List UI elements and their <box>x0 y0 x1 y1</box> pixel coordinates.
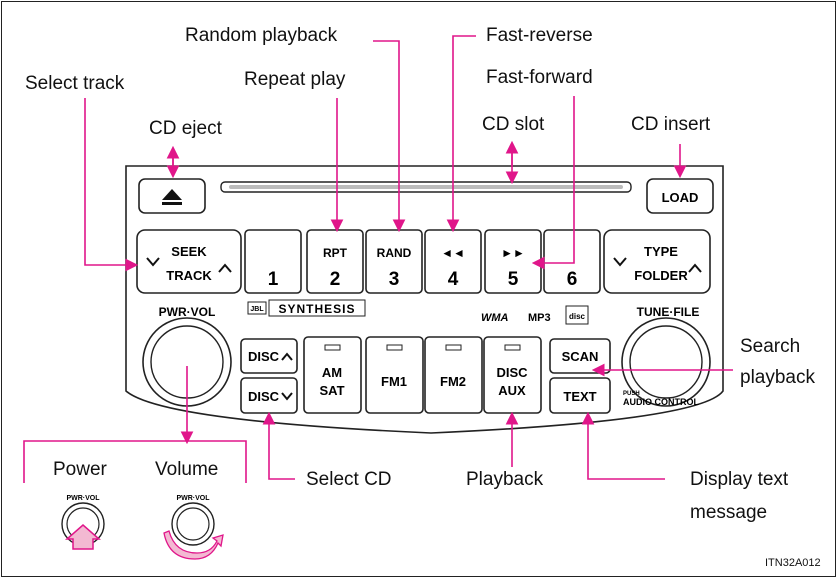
tune-file-label: TUNE·FILE <box>637 305 700 319</box>
type-label: TYPE <box>644 244 678 259</box>
load-button[interactable] <box>646 178 714 214</box>
power-label: Power <box>53 459 107 480</box>
fm2-button[interactable] <box>424 336 483 414</box>
callout-lines <box>23 35 733 483</box>
eject-icon <box>162 189 182 205</box>
search-playback-label-2: playback <box>740 367 815 388</box>
preset-function-label: ◄◄ <box>441 246 465 260</box>
press-arrow-icon <box>65 524 101 550</box>
source-buttons: AM SAT FM1 FM2 DISC AUX <box>303 336 542 414</box>
jbl-synthesis-logo: JBL SYNTHESIS <box>247 299 366 317</box>
preset-function-label: RPT <box>323 246 348 260</box>
chevron-up-icon <box>281 352 293 361</box>
preset-function-label: ►► <box>501 246 525 260</box>
disc-down-label: DISC <box>248 389 280 404</box>
audio-control-label: AUDIO CONTROL <box>623 397 699 407</box>
fm2-button-label: FM2 <box>440 374 466 389</box>
display-text-label-1: Display text <box>690 469 789 490</box>
preset-function-label: RAND <box>377 246 412 260</box>
svg-text:disc: disc <box>569 312 586 321</box>
fm1-button[interactable] <box>365 336 424 414</box>
scan-label: SCAN <box>562 349 599 364</box>
rotate-arrow-icon <box>163 530 224 560</box>
load-label: LOAD <box>662 190 699 205</box>
text-button[interactable] <box>549 377 611 414</box>
fm1-button-label: FM1 <box>381 374 407 389</box>
folder-label: FOLDER <box>634 268 688 283</box>
figure-code: ITN32A012 <box>765 557 821 569</box>
volume-label: Volume <box>155 459 219 480</box>
seek-label: SEEK <box>171 244 207 259</box>
type-folder-rocker[interactable] <box>603 229 711 294</box>
push-label: PUSH <box>623 391 640 397</box>
wma-logo: WMA <box>481 312 509 324</box>
chevron-up-icon <box>218 263 232 273</box>
cd-insert-label: CD insert <box>631 114 711 135</box>
pwr-vol-label: PWR·VOL <box>159 305 216 319</box>
compact-disc-logo: disc <box>565 305 589 325</box>
text-label: TEXT <box>563 389 596 404</box>
preset-number-label: 5 <box>508 269 519 290</box>
chevron-up-icon <box>688 263 702 273</box>
seek-track-rocker[interactable] <box>136 229 242 294</box>
search-playback-label-1: Search <box>740 336 801 357</box>
svg-text:PWR·VOL: PWR·VOL <box>66 495 100 502</box>
track-label: TRACK <box>166 268 212 283</box>
indicator-led <box>386 344 403 351</box>
power-knob-diagram: PWR·VOL <box>61 495 105 550</box>
indicator-led <box>504 344 521 351</box>
chevron-down-icon <box>281 392 293 401</box>
am-sat-button[interactable] <box>303 336 362 414</box>
svg-text:SYNTHESIS: SYNTHESIS <box>278 302 355 316</box>
display-text-label-2: message <box>690 502 768 523</box>
preset-number-label: 6 <box>567 269 578 290</box>
preset-number-label: 2 <box>330 269 341 290</box>
disc-up-label: DISC <box>248 349 280 364</box>
disc-aux-button-label: DISC <box>496 365 528 380</box>
select-cd-label: Select CD <box>306 469 392 490</box>
am-sat-button-label: AM <box>322 365 342 380</box>
preset-button-1[interactable] <box>244 229 302 294</box>
indicator-led <box>324 344 341 351</box>
svg-text:JBL: JBL <box>250 306 264 313</box>
playback-label: Playback <box>466 469 544 490</box>
preset-number-label: 4 <box>448 269 459 290</box>
chevron-down-icon <box>613 257 627 267</box>
mp3-logo: MP3 <box>528 312 551 324</box>
volume-knob-diagram: PWR·VOL <box>163 495 224 560</box>
svg-text:PWR·VOL: PWR·VOL <box>176 495 210 502</box>
repeat-play-label: Repeat play <box>244 69 346 90</box>
indicator-led <box>445 344 462 351</box>
fast-forward-label: Fast-forward <box>486 67 593 88</box>
preset-number-label: 1 <box>268 269 279 290</box>
cd-slot-label: CD slot <box>482 114 545 135</box>
disc-aux-button-label-2: AUX <box>498 383 526 398</box>
select-track-label: Select track <box>25 73 125 94</box>
preset-number-label: 3 <box>389 269 400 290</box>
chevron-down-icon <box>146 257 160 267</box>
am-sat-button-label-2: SAT <box>319 383 344 398</box>
preset-buttons: 1 RPT 2 RAND 3 ◄◄ 4 ►► 5 6 <box>244 229 601 294</box>
disc-up-button[interactable] <box>240 338 298 374</box>
cd-eject-label: CD eject <box>149 118 222 139</box>
random-playback-label: Random playback <box>185 25 338 46</box>
fast-reverse-label: Fast-reverse <box>486 25 593 46</box>
